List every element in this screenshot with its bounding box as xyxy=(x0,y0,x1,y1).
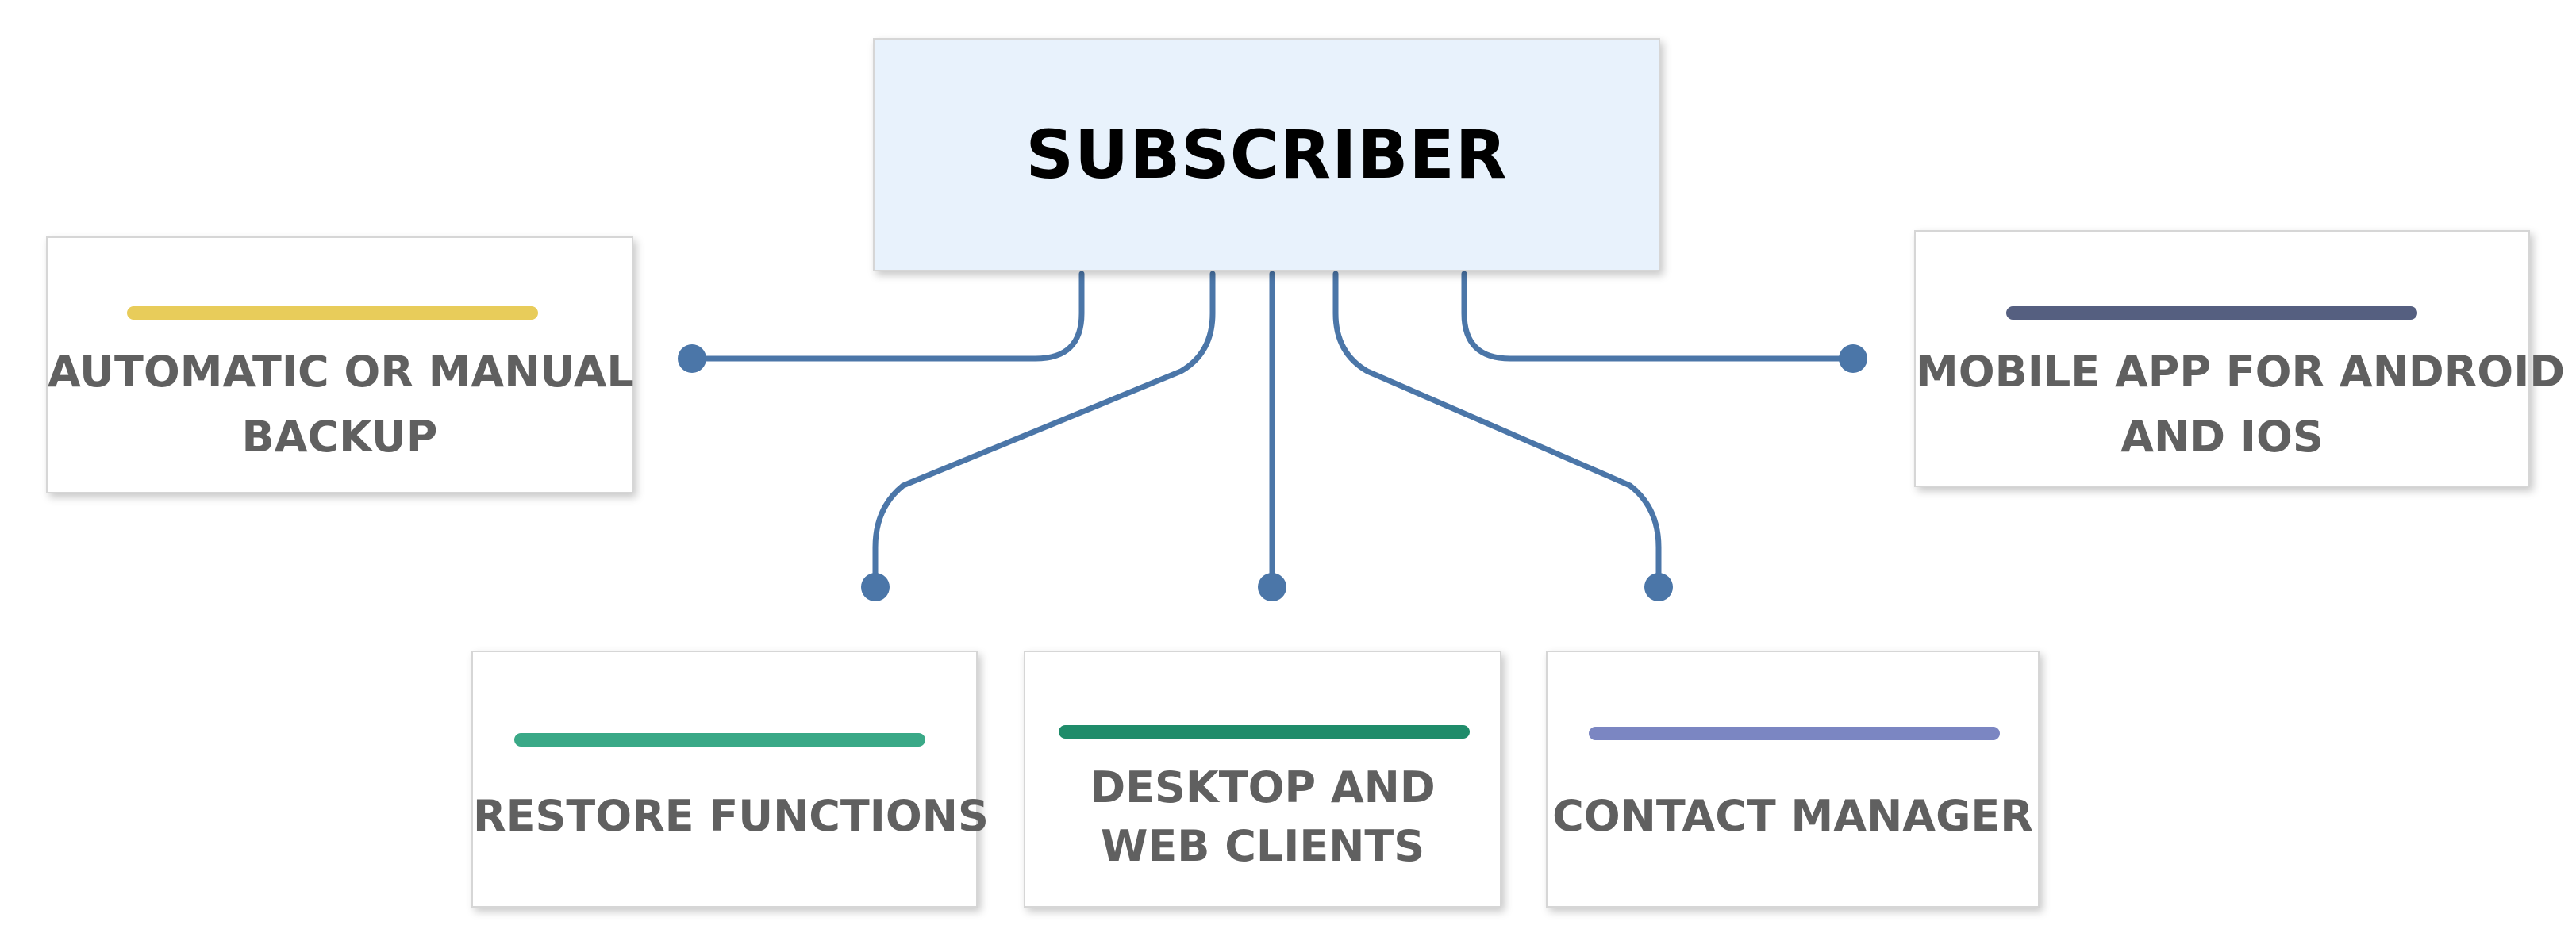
restore-functions-node: RESTORE FUNCTIONS xyxy=(471,651,989,908)
desktop-web-clients-label-line1: DESKTOP AND xyxy=(1090,762,1436,812)
backup-label: AUTOMATIC OR MANUAL BACKUP xyxy=(48,340,634,470)
desktop-web-clients-accent-bar xyxy=(1059,725,1470,739)
backup-label-line1: AUTOMATIC OR MANUAL xyxy=(48,347,634,397)
connector-dot-contact xyxy=(1644,573,1673,601)
contact-manager-label-line1: CONTACT MANAGER xyxy=(1552,791,2033,841)
restore-functions-label-line1: RESTORE FUNCTIONS xyxy=(473,791,989,841)
backup-label-line2: BACKUP xyxy=(241,412,438,462)
connector-restore xyxy=(872,271,1216,590)
backup-node: AUTOMATIC OR MANUAL BACKUP xyxy=(46,236,634,493)
mobile-app-label: MOBILE APP FOR ANDROID AND IOS xyxy=(1916,340,2566,470)
desktop-web-clients-label: DESKTOP AND WEB CLIENTS xyxy=(1025,758,1500,876)
mobile-app-node: MOBILE APP FOR ANDROID AND IOS xyxy=(1914,230,2566,487)
mobile-app-label-line1: MOBILE APP FOR ANDROID xyxy=(1916,347,2566,397)
connector-backup xyxy=(689,271,1085,362)
contact-manager-label: CONTACT MANAGER xyxy=(1548,784,2038,849)
desktop-web-clients-label-line2: WEB CLIENTS xyxy=(1100,821,1425,871)
connector-mobile-app xyxy=(1461,271,1856,362)
connector-contact xyxy=(1332,271,1662,590)
contact-manager-node: CONTACT MANAGER xyxy=(1546,651,2040,908)
subscriber-root-node: SUBSCRIBER xyxy=(873,38,1660,271)
connector-dot-backup xyxy=(678,344,706,373)
backup-accent-bar xyxy=(127,306,538,320)
restore-functions-accent-bar xyxy=(514,733,925,747)
contact-manager-accent-bar xyxy=(1589,727,2000,740)
restore-functions-label: RESTORE FUNCTIONS xyxy=(473,784,989,849)
desktop-web-clients-node: DESKTOP AND WEB CLIENTS xyxy=(1024,651,1501,908)
connector-dot-mobile-app xyxy=(1839,344,1867,373)
connector-dot-restore xyxy=(861,573,890,601)
connector-dot-desktop xyxy=(1258,573,1286,601)
mobile-app-accent-bar xyxy=(2006,306,2417,320)
mobile-app-label-line2: AND IOS xyxy=(2120,412,2324,462)
root-title: SUBSCRIBER xyxy=(1025,116,1508,194)
